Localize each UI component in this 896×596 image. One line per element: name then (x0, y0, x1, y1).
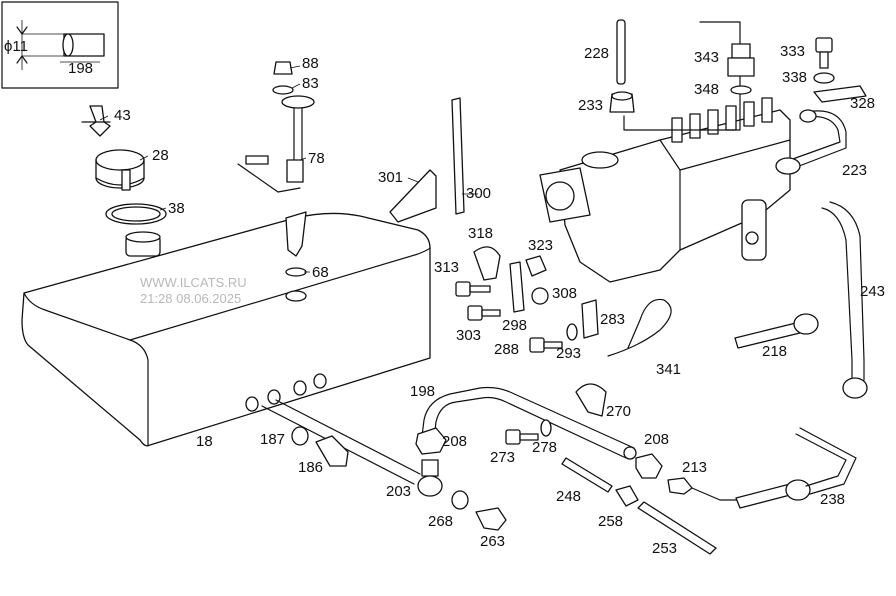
callout-263: 263 (480, 533, 505, 550)
callout-238: 238 (820, 491, 845, 508)
callout-223: 223 (842, 162, 867, 179)
callout-343: 343 (694, 49, 719, 66)
union-nut-208-a (415, 427, 447, 455)
bolt-333 (813, 37, 867, 103)
callout-243: 243 (860, 283, 885, 300)
callout-213: 213 (682, 459, 707, 476)
callout-18: 18 (196, 433, 213, 450)
hose-248 (561, 457, 613, 493)
connector-213 (667, 477, 693, 495)
callout-328: 328 (850, 95, 875, 112)
callout-313: 313 (434, 259, 459, 276)
callout-318: 318 (468, 225, 493, 242)
callout-348: 348 (694, 81, 719, 98)
callout-323: 323 (528, 237, 553, 254)
callout-338: 338 (782, 69, 807, 86)
leader-lines (99, 65, 478, 273)
injection-pump (539, 97, 791, 283)
washer-187 (291, 426, 309, 446)
union-343 (727, 43, 755, 95)
callout-303: 303 (456, 327, 481, 344)
callout-38: 38 (168, 200, 185, 217)
dimension-inset: ϕ11 198 (1, 1, 119, 89)
callout-43: 43 (114, 107, 131, 124)
fuel-tank (21, 212, 431, 447)
mounting-strap (451, 97, 465, 215)
union-nut-208-b (635, 453, 663, 479)
callout-208-b: 208 (644, 431, 669, 448)
fuel-pipe-238 (735, 427, 857, 509)
callout-198: 198 (410, 383, 435, 400)
callout-308: 308 (552, 285, 577, 302)
fuel-line-198 (421, 386, 637, 460)
washer-278 (540, 419, 552, 437)
callout-218: 218 (762, 343, 787, 360)
callout-258: 258 (598, 513, 623, 530)
callout-253: 253 (652, 540, 677, 557)
fuel-pipe-243 (821, 207, 853, 381)
callout-283: 283 (600, 311, 625, 328)
callout-270: 270 (606, 403, 631, 420)
fuel-level-sender (237, 61, 315, 193)
callout-248: 248 (556, 488, 581, 505)
callout-301: 301 (378, 169, 403, 186)
hose-clamp-270 (575, 383, 607, 417)
callout-83: 83 (302, 75, 319, 92)
plug-186 (315, 435, 349, 467)
callout-187: 187 (260, 431, 285, 448)
callout-293: 293 (556, 345, 581, 362)
filler-cap (95, 149, 145, 191)
tank-plug (285, 211, 307, 302)
inset-part-label: 198 (68, 60, 93, 77)
callout-333: 333 (780, 43, 805, 60)
bracket-line-343 (623, 21, 741, 131)
callout-300: 300 (466, 185, 491, 202)
callout-273: 273 (490, 449, 515, 466)
bracket-301 (389, 169, 437, 223)
callout-288: 288 (494, 341, 519, 358)
bolt-273 (505, 429, 521, 445)
callout-28: 28 (152, 147, 169, 164)
callout-298: 298 (502, 317, 527, 334)
callout-88: 88 (302, 55, 319, 72)
callout-labels: 43 28 38 88 83 78 301 300 18 68 187 186 … (114, 43, 885, 557)
small-hardware-cluster (455, 246, 599, 353)
adjusting-screw (609, 19, 635, 113)
callout-203: 203 (386, 483, 411, 500)
callout-268: 268 (428, 513, 453, 530)
hose-253 (637, 501, 717, 555)
callout-186: 186 (298, 459, 323, 476)
callout-341: 341 (656, 361, 681, 378)
callout-78: 78 (308, 150, 325, 167)
diameter-label: ϕ11 (4, 38, 28, 55)
banjo-fitting-203 (261, 399, 507, 531)
callout-278: 278 (532, 439, 557, 456)
callout-208-a: 208 (442, 433, 467, 450)
callout-233: 233 (578, 97, 603, 114)
watermark-timestamp: 21:28 08.06.2025 (140, 291, 241, 306)
cable-tie (607, 298, 672, 357)
banjo-bolt-218 (734, 313, 819, 349)
clip-258 (615, 485, 639, 507)
watermark-site: WWW.ILCATS.RU (140, 275, 247, 290)
callout-68: 68 (312, 264, 329, 281)
vent-valve (81, 105, 111, 137)
callout-228: 228 (584, 45, 609, 62)
